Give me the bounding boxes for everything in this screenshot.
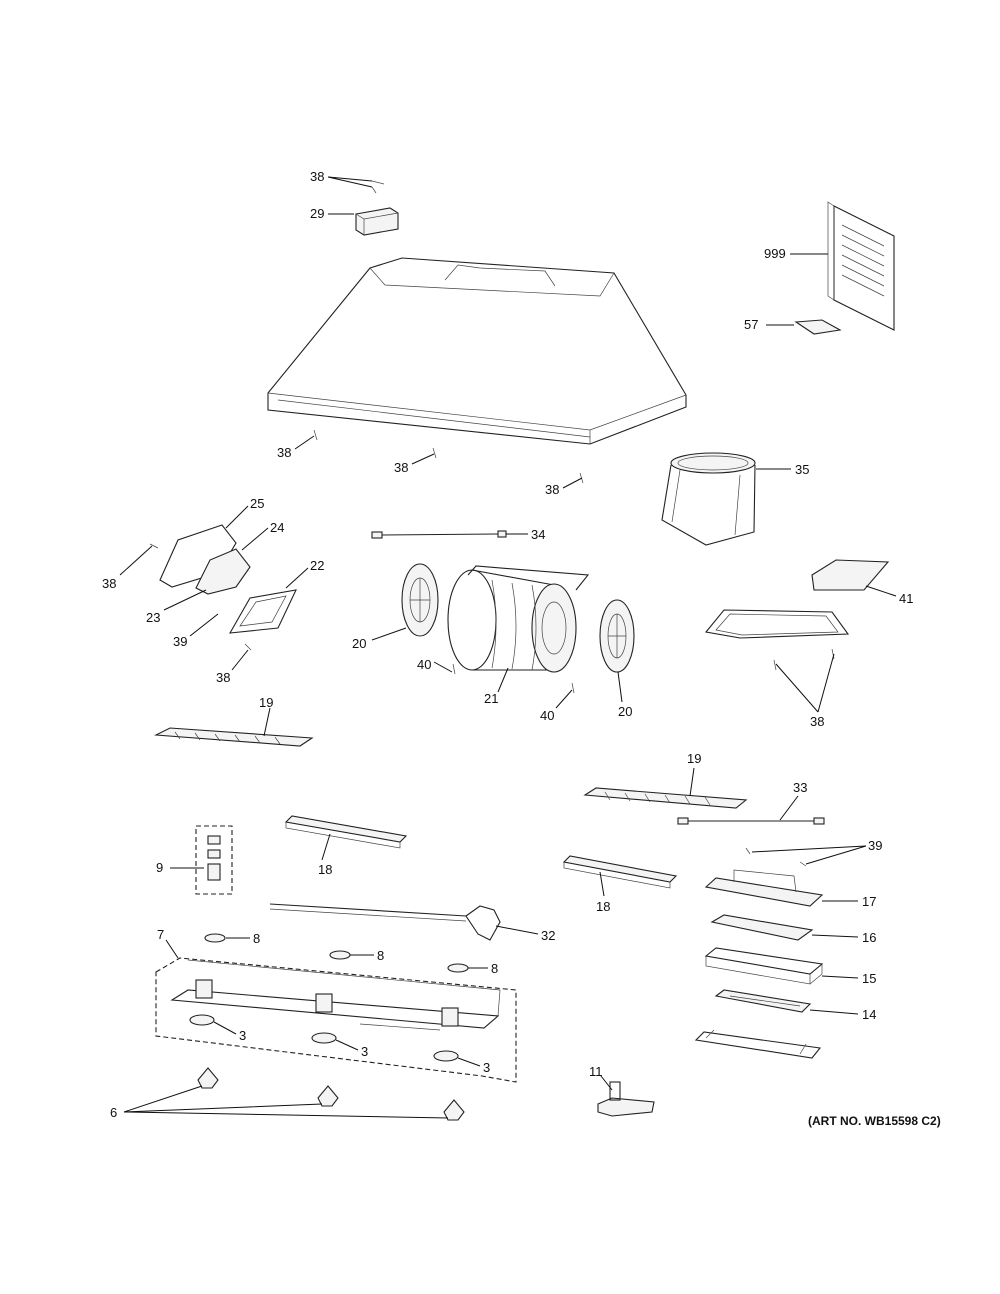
callout-9: 9: [156, 860, 163, 875]
part-34-wire-harness: [371, 530, 507, 539]
callout-38-hood-left: 38: [277, 445, 291, 460]
callout-17: 17: [862, 894, 876, 909]
part-17-light-cover: [704, 869, 824, 907]
part-14-light-board: [714, 989, 812, 1013]
part-18-right-rail: [562, 855, 678, 889]
callout-labels: 38 29 999 57 38 38 38 35 25 24 38 23 22 …: [102, 169, 913, 1120]
part-6-feet: [197, 1067, 465, 1121]
callout-3-c: 3: [483, 1060, 490, 1075]
callout-40-left: 40: [417, 657, 431, 672]
part-35-duct-damper: [661, 452, 756, 546]
callout-34: 34: [531, 527, 545, 542]
part-29-junction-box: [355, 207, 399, 236]
callout-22: 22: [310, 558, 324, 573]
callout-15: 15: [862, 971, 876, 986]
callout-39-left: 39: [173, 634, 187, 649]
callout-18-right: 18: [596, 899, 610, 914]
callout-32: 32: [541, 928, 555, 943]
callout-6: 6: [110, 1105, 117, 1120]
part-33-light-harness: [677, 817, 825, 825]
callout-16: 16: [862, 930, 876, 945]
callout-38-hood-right: 38: [545, 482, 559, 497]
part-3-rings: [189, 1014, 459, 1062]
callout-57: 57: [744, 317, 758, 332]
part-41-bracket: [811, 559, 890, 591]
callout-33: 33: [793, 780, 807, 795]
callout-39-right: 39: [868, 838, 882, 853]
callout-20-right: 20: [618, 704, 632, 719]
callout-19-left: 19: [259, 695, 273, 710]
callout-24: 24: [270, 520, 284, 535]
part-8-washers: [204, 933, 469, 973]
part-11-clip: [597, 1081, 655, 1117]
part-18-left-rail: [284, 815, 408, 849]
part-20-right-blower-wheel: [599, 599, 635, 673]
callout-8-a: 8: [253, 931, 260, 946]
callout-7: 7: [157, 927, 164, 942]
callout-29: 29: [310, 206, 324, 221]
leader-lines: [119, 176, 897, 1119]
callout-40-right: 40: [540, 708, 554, 723]
tray-plate: [704, 609, 850, 639]
callout-38-top: 38: [310, 169, 324, 184]
callout-19-right: 19: [687, 751, 701, 766]
callout-20-left: 20: [352, 636, 366, 651]
part-24-switch: [195, 548, 251, 595]
part-57-bracket: [794, 319, 842, 335]
callout-25: 25: [250, 496, 264, 511]
art-number: (ART NO. WB15598 C2): [808, 1114, 941, 1128]
part-9-control-kit: [195, 825, 233, 895]
callout-35: 35: [795, 462, 809, 477]
callout-8-b: 8: [377, 948, 384, 963]
part-38-top-screws: [371, 180, 385, 194]
bottom-frame: [694, 1029, 822, 1059]
part-19-left-grille: [153, 727, 314, 747]
part-15-light-housing: [704, 947, 824, 985]
callout-21: 21: [484, 691, 498, 706]
part-19-right-grille: [583, 787, 748, 809]
part-32-rod: [269, 903, 501, 941]
part-16-lens: [710, 914, 814, 941]
callout-38-bracket: 38: [102, 576, 116, 591]
part-20-left-blower-wheel: [401, 563, 439, 637]
part-25-light-housing: [159, 524, 237, 588]
callout-3-b: 3: [361, 1044, 368, 1059]
part-22-filter-plate: [228, 589, 297, 634]
callout-999: 999: [764, 246, 786, 261]
callout-38-hood-mid: 38: [394, 460, 408, 475]
part-999-owners-manual: [827, 201, 895, 331]
callout-8-c: 8: [491, 961, 498, 976]
callout-23: 23: [146, 610, 160, 625]
callout-38-tray: 38: [810, 714, 824, 729]
callout-3-a: 3: [239, 1028, 246, 1043]
part-21-blower-housing: [447, 565, 590, 673]
part-38-hood-screws: [313, 429, 584, 484]
part-38-tray-screws: [773, 648, 835, 671]
callout-11: 11: [589, 1064, 603, 1079]
part-7-base-assembly: [155, 957, 517, 1083]
callout-14: 14: [862, 1007, 876, 1022]
callout-38-filter: 38: [216, 670, 230, 685]
part-39-right-screws: [745, 847, 807, 867]
part-38-bracket-screws: [149, 543, 252, 651]
callout-18-left: 18: [318, 862, 332, 877]
hood-shell: [267, 257, 687, 445]
part-40-screws: [452, 663, 575, 694]
callout-41: 41: [899, 591, 913, 606]
